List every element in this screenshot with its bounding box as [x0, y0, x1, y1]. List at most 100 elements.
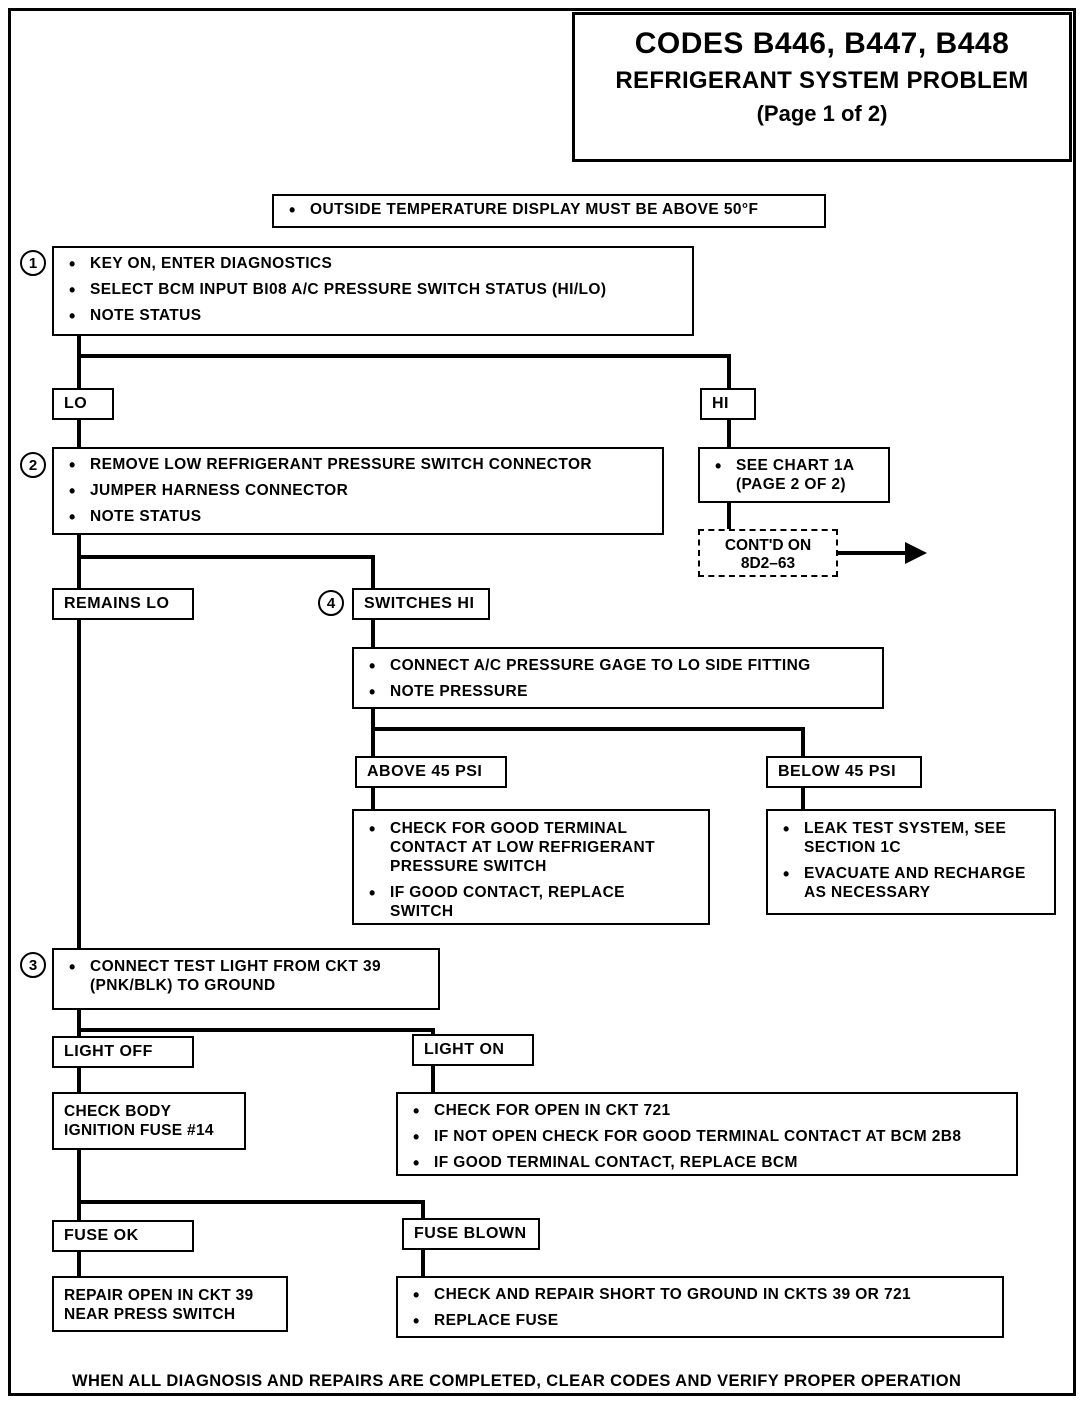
contd-arrow-head: [905, 542, 927, 564]
check-fuse-line2: IGNITION FUSE #14: [64, 1122, 214, 1140]
label-hi-text: HI: [712, 395, 729, 412]
connector-to-light-on: [431, 1028, 435, 1036]
step-1-item-2: SELECT BCM INPUT BI08 A/C PRESSURE SWITC…: [64, 280, 684, 302]
precondition-list: OUTSIDE TEMPERATURE DISPLAY MUST BE ABOV…: [274, 196, 824, 227]
label-light-on: LIGHT ON: [412, 1034, 534, 1066]
connector-fuse-ok-down: [77, 1252, 81, 1276]
fuse-ok-action-line2: NEAR PRESS SWITCH: [64, 1306, 236, 1324]
connector-chart1a-down: [727, 503, 731, 529]
connector-switches-hi-down: [371, 620, 375, 648]
title-page: (Page 1 of 2): [756, 101, 888, 126]
step-3-item-1-line1: CONNECT TEST LIGHT FROM CKT 39: [90, 958, 381, 975]
contd-line1: CONT'D ON: [724, 537, 812, 554]
label-light-on-text: LIGHT ON: [424, 1041, 505, 1058]
connector-lo-down: [77, 420, 81, 448]
step-4-item-1: CONNECT A/C PRESSURE GAGE TO LO SIDE FIT…: [364, 656, 874, 678]
title-codes: CODES B446, B447, B448: [634, 27, 1010, 60]
connector-step3-down: [77, 1010, 81, 1032]
step-4-list: CONNECT A/C PRESSURE GAGE TO LO SIDE FIT…: [354, 649, 882, 709]
below-45-action-1-line1: LEAK TEST SYSTEM, SEE: [804, 820, 1007, 837]
step-2-list: REMOVE LOW REFRIGERANT PRESSURE SWITCH C…: [54, 449, 662, 534]
connector-to-hi: [727, 354, 731, 388]
step-3-list: CONNECT TEST LIGHT FROM CKT 39 (PNK/BLK)…: [54, 950, 438, 1003]
step-number-1: 1: [20, 250, 46, 276]
connector-step4-down: [371, 709, 375, 731]
connector-light-off-down: [77, 1068, 81, 1092]
above-45-action-1: CHECK FOR GOOD TERMINAL CONTACT AT LOW R…: [364, 819, 700, 877]
connector-fuse-blown-down: [421, 1250, 425, 1276]
below-45-action-2: EVACUATE AND RECHARGE AS NECESSARY: [778, 864, 1046, 903]
below-45-actions-box: LEAK TEST SYSTEM, SEE SECTION 1C EVACUAT…: [766, 809, 1056, 915]
light-on-actions-box: CHECK FOR OPEN IN CKT 721 IF NOT OPEN CH…: [396, 1092, 1018, 1176]
above-45-action-2-line1: IF GOOD CONTACT, REPLACE: [390, 883, 625, 901]
check-fuse-line1: CHECK BODY: [64, 1103, 172, 1120]
page-border: [8, 8, 1076, 1396]
step-number-3: 3: [20, 952, 46, 978]
label-remains-lo-text: REMAINS LO: [64, 595, 170, 612]
connector-remains-lo-long: [77, 620, 81, 952]
fuse-blown-action-2: REPLACE FUSE: [408, 1311, 994, 1333]
step-2-item-1: REMOVE LOW REFRIGERANT PRESSURE SWITCH C…: [64, 455, 654, 477]
step-2-box: REMOVE LOW REFRIGERANT PRESSURE SWITCH C…: [52, 447, 664, 535]
see-chart-1a-box: SEE CHART 1A (PAGE 2 OF 2): [698, 447, 890, 503]
below-45-action-1-line2: SECTION 1C: [804, 838, 902, 856]
label-hi: HI: [700, 388, 756, 420]
connector-step1-down: [77, 336, 81, 358]
label-switches-hi: SWITCHES HI: [352, 588, 490, 620]
label-above-45-psi: ABOVE 45 PSI: [355, 756, 507, 788]
connector-fuse-horizontal: [77, 1200, 425, 1204]
connector-below45-down: [801, 788, 805, 810]
label-below-45-psi: BELOW 45 PSI: [766, 756, 922, 788]
step-3-item-1: CONNECT TEST LIGHT FROM CKT 39 (PNK/BLK)…: [64, 957, 430, 996]
above-45-action-2-line2: SWITCH: [390, 902, 454, 920]
connector-to-fuse-ok: [77, 1200, 81, 1220]
label-lo: LO: [52, 388, 114, 420]
above-45-action-1-line3: PRESSURE SWITCH: [390, 857, 547, 875]
precondition-item: OUTSIDE TEMPERATURE DISPLAY MUST BE ABOV…: [284, 200, 816, 222]
label-below-45-text: BELOW 45 PSI: [778, 763, 897, 780]
fuse-blown-actions-box: CHECK AND REPAIR SHORT TO GROUND IN CKTS…: [396, 1276, 1004, 1338]
see-chart-1a-list: SEE CHART 1A (PAGE 2 OF 2): [700, 449, 888, 502]
step-2-item-2: JUMPER HARNESS CONNECTOR: [64, 481, 654, 503]
connector-to-lo: [77, 354, 81, 388]
connector-above45-down: [371, 788, 375, 810]
step-2-item-3: NOTE STATUS: [64, 507, 654, 529]
above-45-action-2: IF GOOD CONTACT, REPLACE SWITCH: [364, 883, 700, 922]
above-45-actions-list: CHECK FOR GOOD TERMINAL CONTACT AT LOW R…: [354, 811, 708, 929]
step-3-item-1-line2: (PNK/BLK) TO GROUND: [90, 976, 276, 994]
label-lo-text: LO: [64, 395, 88, 412]
connector-step1-horizontal: [77, 354, 731, 358]
connector-to-above45: [371, 727, 375, 756]
connector-fuse-down: [77, 1150, 81, 1204]
step-number-4: 4: [318, 590, 344, 616]
below-45-action-2-line1: EVACUATE AND RECHARGE: [804, 864, 1026, 882]
connector-to-below45: [801, 727, 805, 756]
contd-line2: 8D2–63: [740, 555, 796, 572]
connector-light-on-down: [431, 1066, 435, 1092]
light-on-action-2: IF NOT OPEN CHECK FOR GOOD TERMINAL CONT…: [408, 1127, 1008, 1149]
step-number-2: 2: [20, 452, 46, 478]
footer-note: WHEN ALL DIAGNOSIS AND REPAIRS ARE COMPL…: [72, 1372, 962, 1390]
connector-to-remains-lo: [77, 555, 81, 588]
step-1-box: KEY ON, ENTER DIAGNOSTICS SELECT BCM INP…: [52, 246, 694, 336]
light-on-action-1: CHECK FOR OPEN IN CKT 721: [408, 1101, 1008, 1123]
connector-step3-horizontal: [77, 1028, 435, 1032]
label-fuse-blown-text: FUSE BLOWN: [414, 1225, 527, 1242]
connector-step2-down: [77, 535, 81, 559]
step-4-box: CONNECT A/C PRESSURE GAGE TO LO SIDE FIT…: [352, 647, 884, 709]
label-fuse-ok: FUSE OK: [52, 1220, 194, 1252]
connector-to-switches-hi: [371, 555, 375, 588]
precondition-box: OUTSIDE TEMPERATURE DISPLAY MUST BE ABOV…: [272, 194, 826, 228]
light-on-action-3: IF GOOD TERMINAL CONTACT, REPLACE BCM: [408, 1153, 1008, 1175]
label-remains-lo: REMAINS LO: [52, 588, 194, 620]
below-45-actions-list: LEAK TEST SYSTEM, SEE SECTION 1C EVACUAT…: [768, 811, 1054, 910]
fuse-blown-action-1: CHECK AND REPAIR SHORT TO GROUND IN CKTS…: [408, 1285, 994, 1307]
title-block: CODES B446, B447, B448 REFRIGERANT SYSTE…: [572, 12, 1072, 162]
label-above-45-text: ABOVE 45 PSI: [367, 763, 483, 780]
below-45-action-2-line2: AS NECESSARY: [804, 883, 931, 901]
connector-hi-down: [727, 420, 731, 448]
see-chart-1a-item: SEE CHART 1A (PAGE 2 OF 2): [710, 456, 880, 495]
step-1-list: KEY ON, ENTER DIAGNOSTICS SELECT BCM INP…: [54, 248, 692, 333]
contd-box: CONT'D ON 8D2–63: [698, 529, 838, 577]
